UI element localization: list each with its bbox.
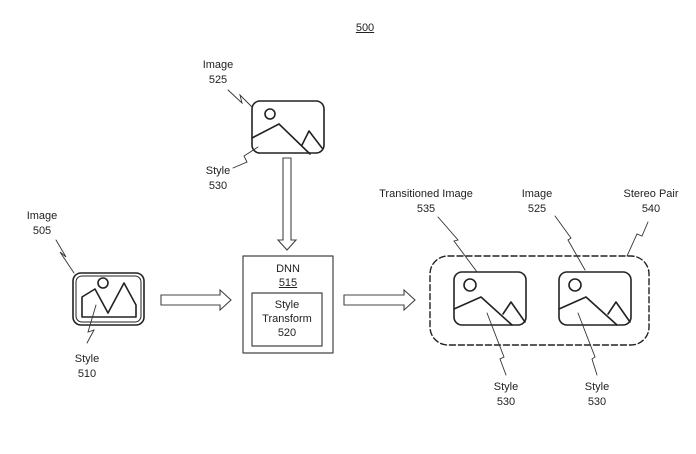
label-ref: 505 bbox=[32, 225, 52, 237]
label-ref: 540 bbox=[641, 203, 661, 215]
label-ref: 530 bbox=[496, 396, 516, 408]
leader-transitioned-image bbox=[437, 216, 478, 273]
label-ref: 525 bbox=[527, 203, 547, 215]
leader-image-525-right bbox=[554, 215, 586, 271]
leader-style-530-top bbox=[232, 146, 259, 169]
style-transform-ref: 520 bbox=[277, 327, 297, 339]
label-transitioned-image-535: Transitioned Image 535 bbox=[379, 187, 473, 217]
leader-stereo-pair bbox=[626, 221, 649, 257]
label-stereo-pair-540: Stereo Pair 540 bbox=[623, 187, 678, 217]
label-ref: 510 bbox=[77, 368, 97, 380]
leader-image-525-top bbox=[227, 89, 253, 108]
label-name: Image bbox=[202, 59, 234, 71]
arrow-down-to-dnn bbox=[276, 157, 298, 251]
label-style-530-right: Style 530 bbox=[585, 380, 609, 410]
arrow-right-from-dnn bbox=[343, 288, 416, 312]
label-name: Style bbox=[493, 381, 519, 393]
figure-number: 500 bbox=[355, 22, 375, 34]
dnn-label: DNN 515 bbox=[276, 262, 300, 290]
dnn-name: DNN bbox=[276, 263, 300, 275]
label-name: Style bbox=[584, 381, 610, 393]
dnn-box bbox=[242, 255, 334, 354]
style-transform-label: Style Transform 520 bbox=[262, 298, 312, 340]
style-transform-line1: Style bbox=[274, 299, 300, 311]
label-ref: 525 bbox=[208, 74, 228, 86]
image-icon-525-right bbox=[558, 271, 632, 326]
label-style-530-left: Style 530 bbox=[494, 380, 518, 410]
label-style-510: Style 510 bbox=[75, 352, 99, 382]
label-name: Style bbox=[205, 165, 231, 177]
label-ref: 530 bbox=[587, 396, 607, 408]
leader-style-510 bbox=[86, 304, 97, 344]
leader-image-505 bbox=[55, 239, 75, 274]
leader-style-530-right bbox=[577, 312, 598, 376]
label-ref: 535 bbox=[416, 203, 436, 215]
label-ref: 530 bbox=[208, 180, 228, 192]
label-image-505: Image 505 bbox=[27, 209, 58, 239]
stereo-pair-boundary bbox=[429, 255, 650, 346]
label-name: Transitioned Image bbox=[379, 188, 473, 200]
label-name: Image bbox=[521, 188, 553, 200]
label-name: Stereo Pair bbox=[623, 188, 679, 200]
style-transform-box bbox=[251, 292, 323, 347]
label-image-525-top: Image 525 bbox=[203, 58, 234, 88]
image-icon-525-top bbox=[251, 100, 325, 155]
style-transform-line2: Transform bbox=[262, 313, 312, 325]
dnn-ref: 515 bbox=[278, 277, 298, 289]
label-image-525-right: Image 525 bbox=[522, 187, 553, 217]
image-icon-535 bbox=[453, 271, 527, 326]
image-icon-505 bbox=[72, 272, 145, 326]
label-name: Style bbox=[74, 353, 100, 365]
leader-style-530-left bbox=[486, 312, 507, 376]
arrow-right-to-dnn bbox=[160, 288, 232, 312]
label-style-530-top: Style 530 bbox=[206, 164, 230, 194]
label-name: Image bbox=[26, 210, 58, 222]
